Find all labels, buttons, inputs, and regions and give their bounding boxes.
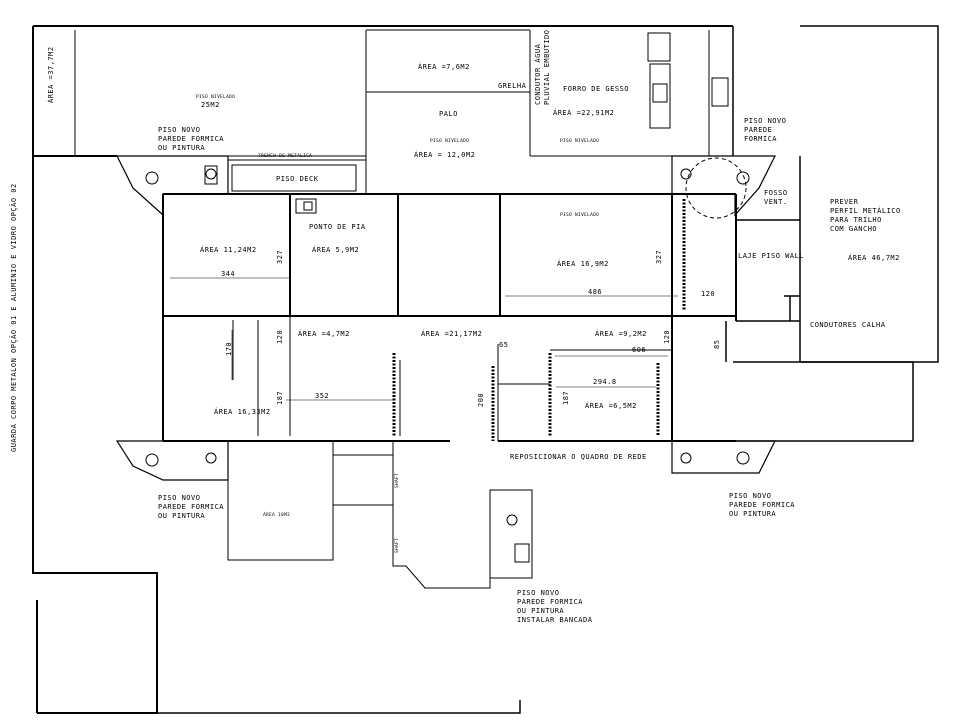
top-rooms xyxy=(74,29,733,194)
condutor-agua-text: CONDUTOR ÁGUA PLUVIAL EMBUTIDO xyxy=(534,29,551,105)
piso-nivelado-label: PISO NIVELADO xyxy=(430,139,470,144)
hall-walls xyxy=(232,316,672,441)
area-label: ÁREA =6,5M2 xyxy=(585,402,637,410)
forro-label: FORRO DE GESSO xyxy=(563,85,630,93)
dimension-label: 120 xyxy=(701,290,716,298)
area-label: 25M2 xyxy=(201,101,220,109)
dimension-label: 327 xyxy=(276,249,284,264)
bath-top-right xyxy=(671,155,776,217)
prever-note: PREVER PERFIL METÁLICO PARA TRILHO COM G… xyxy=(830,198,901,233)
cooktop-icon xyxy=(652,83,668,103)
sink-icon xyxy=(680,168,692,180)
fosso-circle xyxy=(685,157,747,219)
outer-wall-right-top xyxy=(732,25,939,363)
bath-top-left xyxy=(116,155,229,217)
area-label: ÁREA 16,33M2 xyxy=(214,408,271,416)
area-label: ÁREA =4,7M2 xyxy=(298,330,350,338)
palo-label: PALO xyxy=(439,110,458,118)
hatched-wall xyxy=(392,199,686,441)
laje-label: LAJE PISO WALL xyxy=(738,252,805,260)
dimension-label: 327 xyxy=(655,249,663,264)
toilet-icon xyxy=(506,514,518,526)
piso-deck-label: PISO DECK xyxy=(276,175,319,183)
reposicionar-label: REPOSICIONAR O QUADRO DE REDE xyxy=(510,453,647,461)
sink-icon xyxy=(205,452,217,464)
trench-label: TRENCH DE METALICA xyxy=(258,154,313,159)
outer-wall-right-bottom xyxy=(733,361,914,442)
bath-bottom-left xyxy=(115,440,229,481)
dimension-label: 344 xyxy=(221,270,236,278)
area-label: ÁREA 46,7M2 xyxy=(848,254,900,262)
piso-nivelado-label: PISO NIVELADO xyxy=(560,139,600,144)
shaft-box xyxy=(295,198,317,214)
shaft-label: SHAFT xyxy=(395,472,400,488)
left-side-note: GUARDA CORPO METALON OPÇÃO 01 E ALUMINIO… xyxy=(10,183,18,452)
piso-nivelado-label: PISO NIVELADO xyxy=(560,213,600,218)
sink-icon xyxy=(680,452,692,464)
dimension-lines xyxy=(170,277,678,401)
dimension-label: 200 xyxy=(477,392,485,407)
stove-icon xyxy=(649,63,671,129)
outer-wall-left xyxy=(32,25,733,714)
grelha-label: GRELHA xyxy=(498,82,527,90)
area-label: ÁREA 10M2 xyxy=(263,513,291,518)
area-label: ÁREA 11,24M2 xyxy=(200,246,257,254)
piso-note-bottom: PISO NOVO PAREDE FORMICA OU PINTURA INST… xyxy=(517,589,593,624)
piso-note-bottom-left: PISO NOVO PAREDE FORMICA OU PINTURA xyxy=(158,494,225,520)
piso-note-top-right: PISO NOVO PAREDE FORMICA xyxy=(744,117,787,143)
fridge-icon xyxy=(647,32,671,62)
dimension-label: 187 xyxy=(276,390,284,405)
area-label: ÁREA 16,9M2 xyxy=(557,260,609,268)
piso-nivelado-label: PISO NIVELADO xyxy=(196,95,236,100)
shaft-label: SHAFT xyxy=(395,537,400,553)
dimension-label: 294.8 xyxy=(593,378,617,386)
laundry-room xyxy=(489,489,533,579)
service-walls xyxy=(227,441,491,589)
kitchen-sink-icon xyxy=(711,77,729,107)
piso-note-top-left: PISO NOVO PAREDE FORMICA OU PINTURA xyxy=(158,126,225,152)
condutores-label: CONDUTORES CALHA xyxy=(810,321,886,329)
dimension-label: 606 xyxy=(632,346,647,354)
condutor-agua-note: CONDUTOR ÁGUA PLUVIAL EMBUTIDO xyxy=(534,30,552,105)
area-label: ÁREA =22,91M2 xyxy=(553,109,615,117)
deck-area xyxy=(231,164,357,192)
area-label: ÁREA = 12,0M2 xyxy=(414,151,476,159)
dimension-label: 170 xyxy=(225,341,233,356)
dimension-label: 120 xyxy=(663,329,671,344)
main-walls xyxy=(162,193,737,442)
dimension-label: 85 xyxy=(713,339,721,349)
sink-icon xyxy=(514,543,530,563)
area-label: ÁREA =21,17M2 xyxy=(421,330,483,338)
dimension-label: 352 xyxy=(315,392,330,400)
area-label: ÁREA =7,6M2 xyxy=(418,63,470,71)
dimension-label: 187 xyxy=(562,390,570,405)
toilet-icon xyxy=(736,171,750,185)
toilet-icon xyxy=(145,171,159,185)
piso-note-bottom-right: PISO NOVO PAREDE FORMICA OU PINTURA xyxy=(729,492,796,518)
ponto-pia-label: PONTO DE PIA xyxy=(309,223,366,231)
fosso-label: FOSSO VENT. xyxy=(764,189,788,206)
bath-bottom-right xyxy=(671,440,776,474)
area-label: ÁREA 5,9M2 xyxy=(312,246,360,254)
sink-icon xyxy=(205,168,217,180)
toilet-icon xyxy=(145,453,159,467)
dimension-label: 120 xyxy=(276,329,284,344)
dimension-label: 65 xyxy=(499,341,509,349)
toilet-icon xyxy=(736,451,750,465)
area-label: ÁREA =9,2M2 xyxy=(595,330,647,338)
outer-wall-lower xyxy=(32,156,521,714)
dimension-label: 486 xyxy=(588,288,603,296)
right-walls xyxy=(725,219,800,362)
area-label: ÁREA =37,7M2 xyxy=(47,46,55,103)
